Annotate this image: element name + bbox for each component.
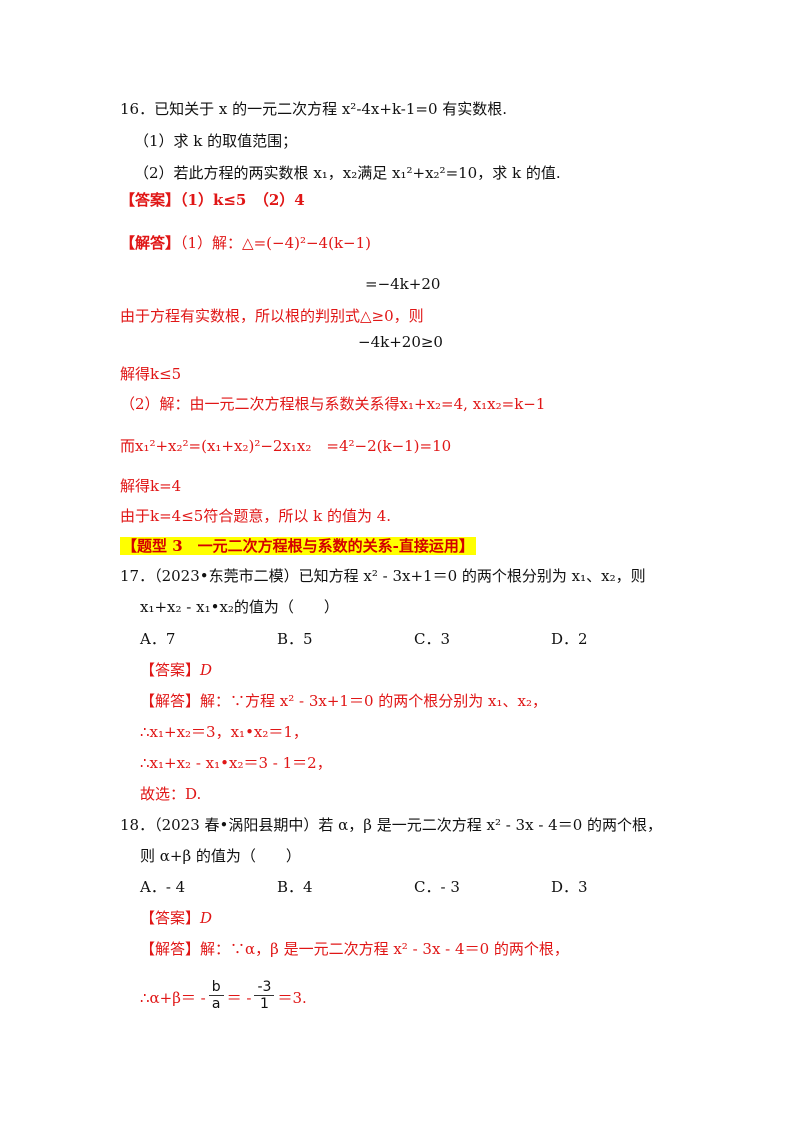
q18-analysis-line-1: 【解答】解：∵α，β 是一元二次方程 x² - 3x - 4＝0 的两个根， [140,940,569,958]
q17-option-a: A．7 [140,630,176,648]
q16-analysis-line-2: =−4k+20 [365,275,441,293]
analysis-tag: 【解答】 [120,234,181,252]
q16-part1: （1）求 k 的取值范围； [134,132,298,150]
analysis-mid: ＝ - [226,989,252,1007]
fraction-denominator: 1 [260,995,269,1012]
q17-answer: 【答案】D [140,660,212,680]
q17-stem-line-2: x₁+x₂ - x₁•x₂的值为（ ） [140,598,339,616]
answer-body: D [200,661,213,679]
answer-tag: 【答案】 [140,909,201,927]
q16-answer: 【答案】（1）k≤5 （2）4 [120,190,305,210]
q17-option-b: B．5 [277,630,313,648]
q17-option-c: C．3 [414,630,451,648]
q16-stem: 16．已知关于 x 的一元二次方程 x²-4x+k-1=0 有实数根. [120,100,508,118]
q16-analysis-line-1: 【解答】（1）解：△=(−4)²−4(k−1) [120,233,371,253]
section-heading: 【题型 3 一元二次方程根与系数的关系-直接运用】 [120,536,476,556]
analysis-prefix: ∴α+β＝ - [140,989,206,1007]
q16-analysis-line-6: （2）解：由一元二次方程根与系数关系得x₁+x₂=4, x₁x₂=k−1 [120,395,546,413]
analysis-suffix: ＝3. [277,989,307,1007]
q18-option-c: C．- 3 [414,878,460,896]
q16-analysis-line-3: 由于方程有实数根，所以根的判别式△≥0，则 [120,307,424,325]
q18-stem-line-1: 18．（2023 春•涡阳县期中）若 α，β 是一元二次方程 x² - 3x -… [120,816,663,834]
answer-tag: 【答案】 [120,191,181,209]
q17-analysis-line-3: ∴x₁+x₂ - x₁•x₂＝3 - 1＝2， [140,754,332,772]
q17-analysis-line-2: ∴x₁+x₂＝3，x₁•x₂＝1， [140,723,308,741]
q18-option-d: D．3 [551,878,588,896]
answer-body: D [200,909,213,927]
q16-analysis-line-9: 由于k=4≤5符合题意，所以 k 的值为 4. [120,507,392,525]
fraction-denominator: a [211,995,221,1012]
q17-analysis-line-4: 故选：D. [140,785,202,803]
q16-analysis-line-4: −4k+20≥0 [358,333,443,351]
q17-stem-line-1: 17．（2023•东莞市二模）已知方程 x² - 3x+1＝0 的两个根分别为 … [120,567,646,585]
answer-body: （1）k≤5 （2）4 [180,191,305,209]
q18-stem-line-2: 则 α+β 的值为（ ） [140,847,301,865]
q18-answer: 【答案】D [140,908,212,928]
q16-analysis-line-7: 而x₁²+x₂²=(x₁+x₂)²−2x₁x₂ =4²−2(k−1)=10 [120,437,452,455]
q16-part2: （2）若此方程的两实数根 x₁，x₂满足 x₁²+x₂²=10，求 k 的值. [134,164,561,182]
q18-option-b: B．4 [277,878,313,896]
section-heading-text: 【题型 3 一元二次方程根与系数的关系-直接运用】 [120,537,476,555]
analysis-text: （1）解：△=(−4)²−4(k−1) [180,234,372,252]
fraction-numerator: b [208,979,224,996]
answer-tag: 【答案】 [140,661,201,679]
q16-analysis-line-8: 解得k=4 [120,477,182,495]
q18-option-a: A．- 4 [140,878,186,896]
q17-option-d: D．2 [551,630,588,648]
fraction-numerator: -3 [254,979,275,996]
q16-analysis-line-5: 解得k≤5 [120,365,182,383]
q17-analysis-line-1: 【解答】解：∵方程 x² - 3x+1＝0 的两个根分别为 x₁、x₂， [140,692,547,710]
